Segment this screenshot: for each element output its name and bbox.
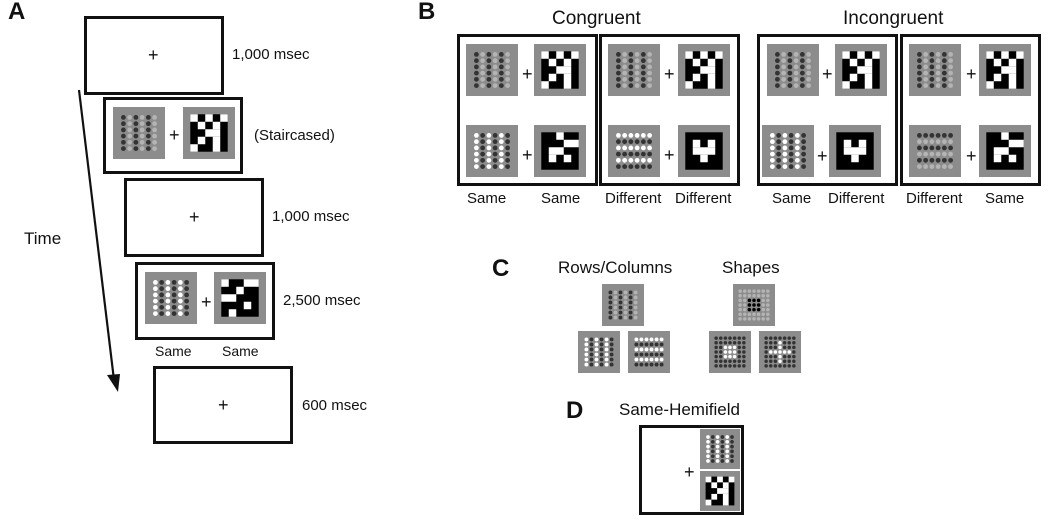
frame-fixation-2: +	[124, 178, 264, 257]
checker-stimulus	[678, 44, 730, 96]
checker-stimulus	[979, 44, 1031, 96]
duration-1: 1,000 msec	[232, 46, 310, 63]
fixation-cross: +	[201, 292, 212, 312]
label-same: Same	[772, 190, 812, 207]
fixation-cross: +	[966, 64, 977, 84]
fixation-cross: +	[822, 64, 833, 84]
dot-grid-stimulus	[628, 331, 670, 373]
shape-stimulus	[709, 331, 751, 373]
shapes-title: Shapes	[722, 258, 780, 277]
panel-c-letter: C	[492, 255, 510, 282]
fixation-cross: +	[189, 207, 200, 227]
duration-2: (Staircased)	[254, 127, 335, 144]
frame-fixation-1: +	[84, 16, 224, 95]
dot-grid-stimulus	[145, 272, 197, 324]
dot-grid-stimulus	[767, 44, 819, 96]
checker-stimulus	[678, 125, 730, 177]
duration-4: 2,500 msec	[283, 292, 361, 309]
dot-grid-stimulus	[909, 125, 961, 177]
checker-stimulus	[214, 272, 266, 324]
dot-grid-stimulus	[762, 125, 814, 177]
label-same: Same	[985, 190, 1025, 207]
shape-stimulus	[733, 284, 775, 326]
shape-stimulus	[759, 331, 801, 373]
fixation-cross: +	[664, 145, 675, 165]
checker-stimulus	[534, 125, 586, 177]
incongruent-title: Incongruent	[843, 8, 944, 29]
panel-d-letter: D	[566, 397, 584, 424]
frame-fixation-3: +	[153, 366, 293, 444]
checker-stimulus	[183, 107, 235, 159]
label-same: Same	[541, 190, 581, 207]
checker-stimulus	[979, 125, 1031, 177]
duration-3: 1,000 msec	[272, 208, 350, 225]
fixation-cross: +	[148, 45, 159, 65]
fixation-cross: +	[664, 64, 675, 84]
same-hemifield-title: Same-Hemifield	[619, 400, 740, 419]
checker-stimulus	[534, 44, 586, 96]
time-label: Time	[24, 229, 62, 248]
fixation-cross: +	[684, 462, 695, 482]
response-label-left: Same	[155, 343, 192, 359]
checker-stimulus	[829, 125, 881, 177]
panel-a-letter: A	[8, 0, 26, 25]
fixation-cross: +	[817, 146, 828, 166]
dot-grid-stimulus	[466, 44, 518, 96]
rows-columns-title: Rows/Columns	[558, 258, 673, 277]
dot-grid-stimulus	[466, 125, 518, 177]
dot-grid-stimulus	[113, 107, 165, 159]
fixation-cross: +	[169, 125, 180, 145]
label-same: Same	[467, 190, 507, 207]
checker-stimulus	[700, 471, 740, 511]
dot-grid-stimulus	[608, 44, 660, 96]
dot-grid-stimulus	[909, 44, 961, 96]
duration-5: 600 msec	[302, 397, 368, 414]
fixation-cross: +	[522, 64, 533, 84]
fixation-cross: +	[522, 145, 533, 165]
congruent-title: Congruent	[552, 8, 641, 29]
label-different: Different	[675, 190, 732, 207]
checker-stimulus	[835, 44, 887, 96]
label-different: Different	[605, 190, 662, 207]
panel-b-letter: B	[418, 0, 436, 25]
dot-grid-stimulus	[602, 284, 644, 326]
dot-grid-stimulus	[578, 331, 620, 373]
label-different: Different	[828, 190, 885, 207]
dot-grid-stimulus	[608, 125, 660, 177]
fixation-cross: +	[966, 146, 977, 166]
label-different: Different	[906, 190, 963, 207]
fixation-cross: +	[218, 395, 229, 415]
dot-grid-stimulus	[700, 429, 740, 469]
response-label-right: Same	[222, 343, 259, 359]
